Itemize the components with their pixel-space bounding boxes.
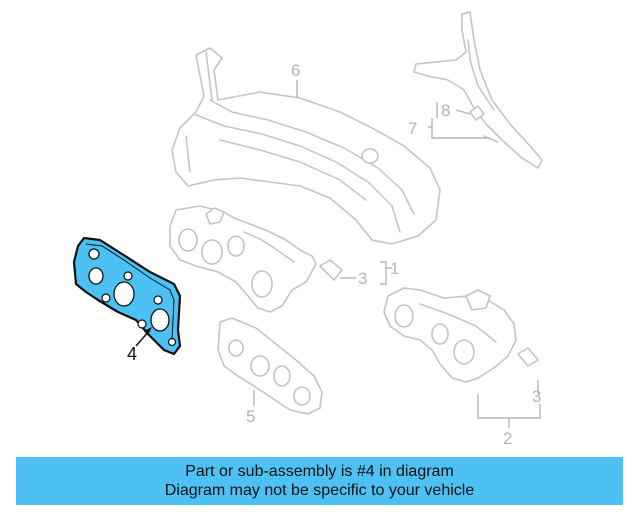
bracket-part-7 [413,11,543,169]
callout-3a: 3 [358,269,367,288]
leader-lines [135,80,541,428]
callout-8: 8 [441,101,450,120]
callout-6: 6 [291,61,300,80]
caption-banner: Part or sub-assembly is #4 in diagram Di… [16,457,623,505]
parts-diagram: 6 8 7 1 3 3 2 5 4 [72,11,543,448]
gasket-part-4-highlighted[interactable] [72,236,182,356]
callout-2: 2 [503,429,512,448]
caption-line-1: Part or sub-assembly is #4 in diagram [185,463,454,480]
heat-shield-part-6 [171,47,441,245]
callout-4[interactable]: 4 [127,344,137,364]
callout-1: 1 [390,259,399,278]
caption-line-2: Diagram may not be specific to your vehi… [164,482,475,499]
exhaust-manifold-part-2 [383,287,539,383]
callout-3b: 3 [532,387,541,406]
gasket-part-5 [217,317,323,415]
exhaust-manifold-part-1 [169,205,343,313]
callout-7: 7 [408,119,417,138]
callout-5: 5 [246,407,255,426]
